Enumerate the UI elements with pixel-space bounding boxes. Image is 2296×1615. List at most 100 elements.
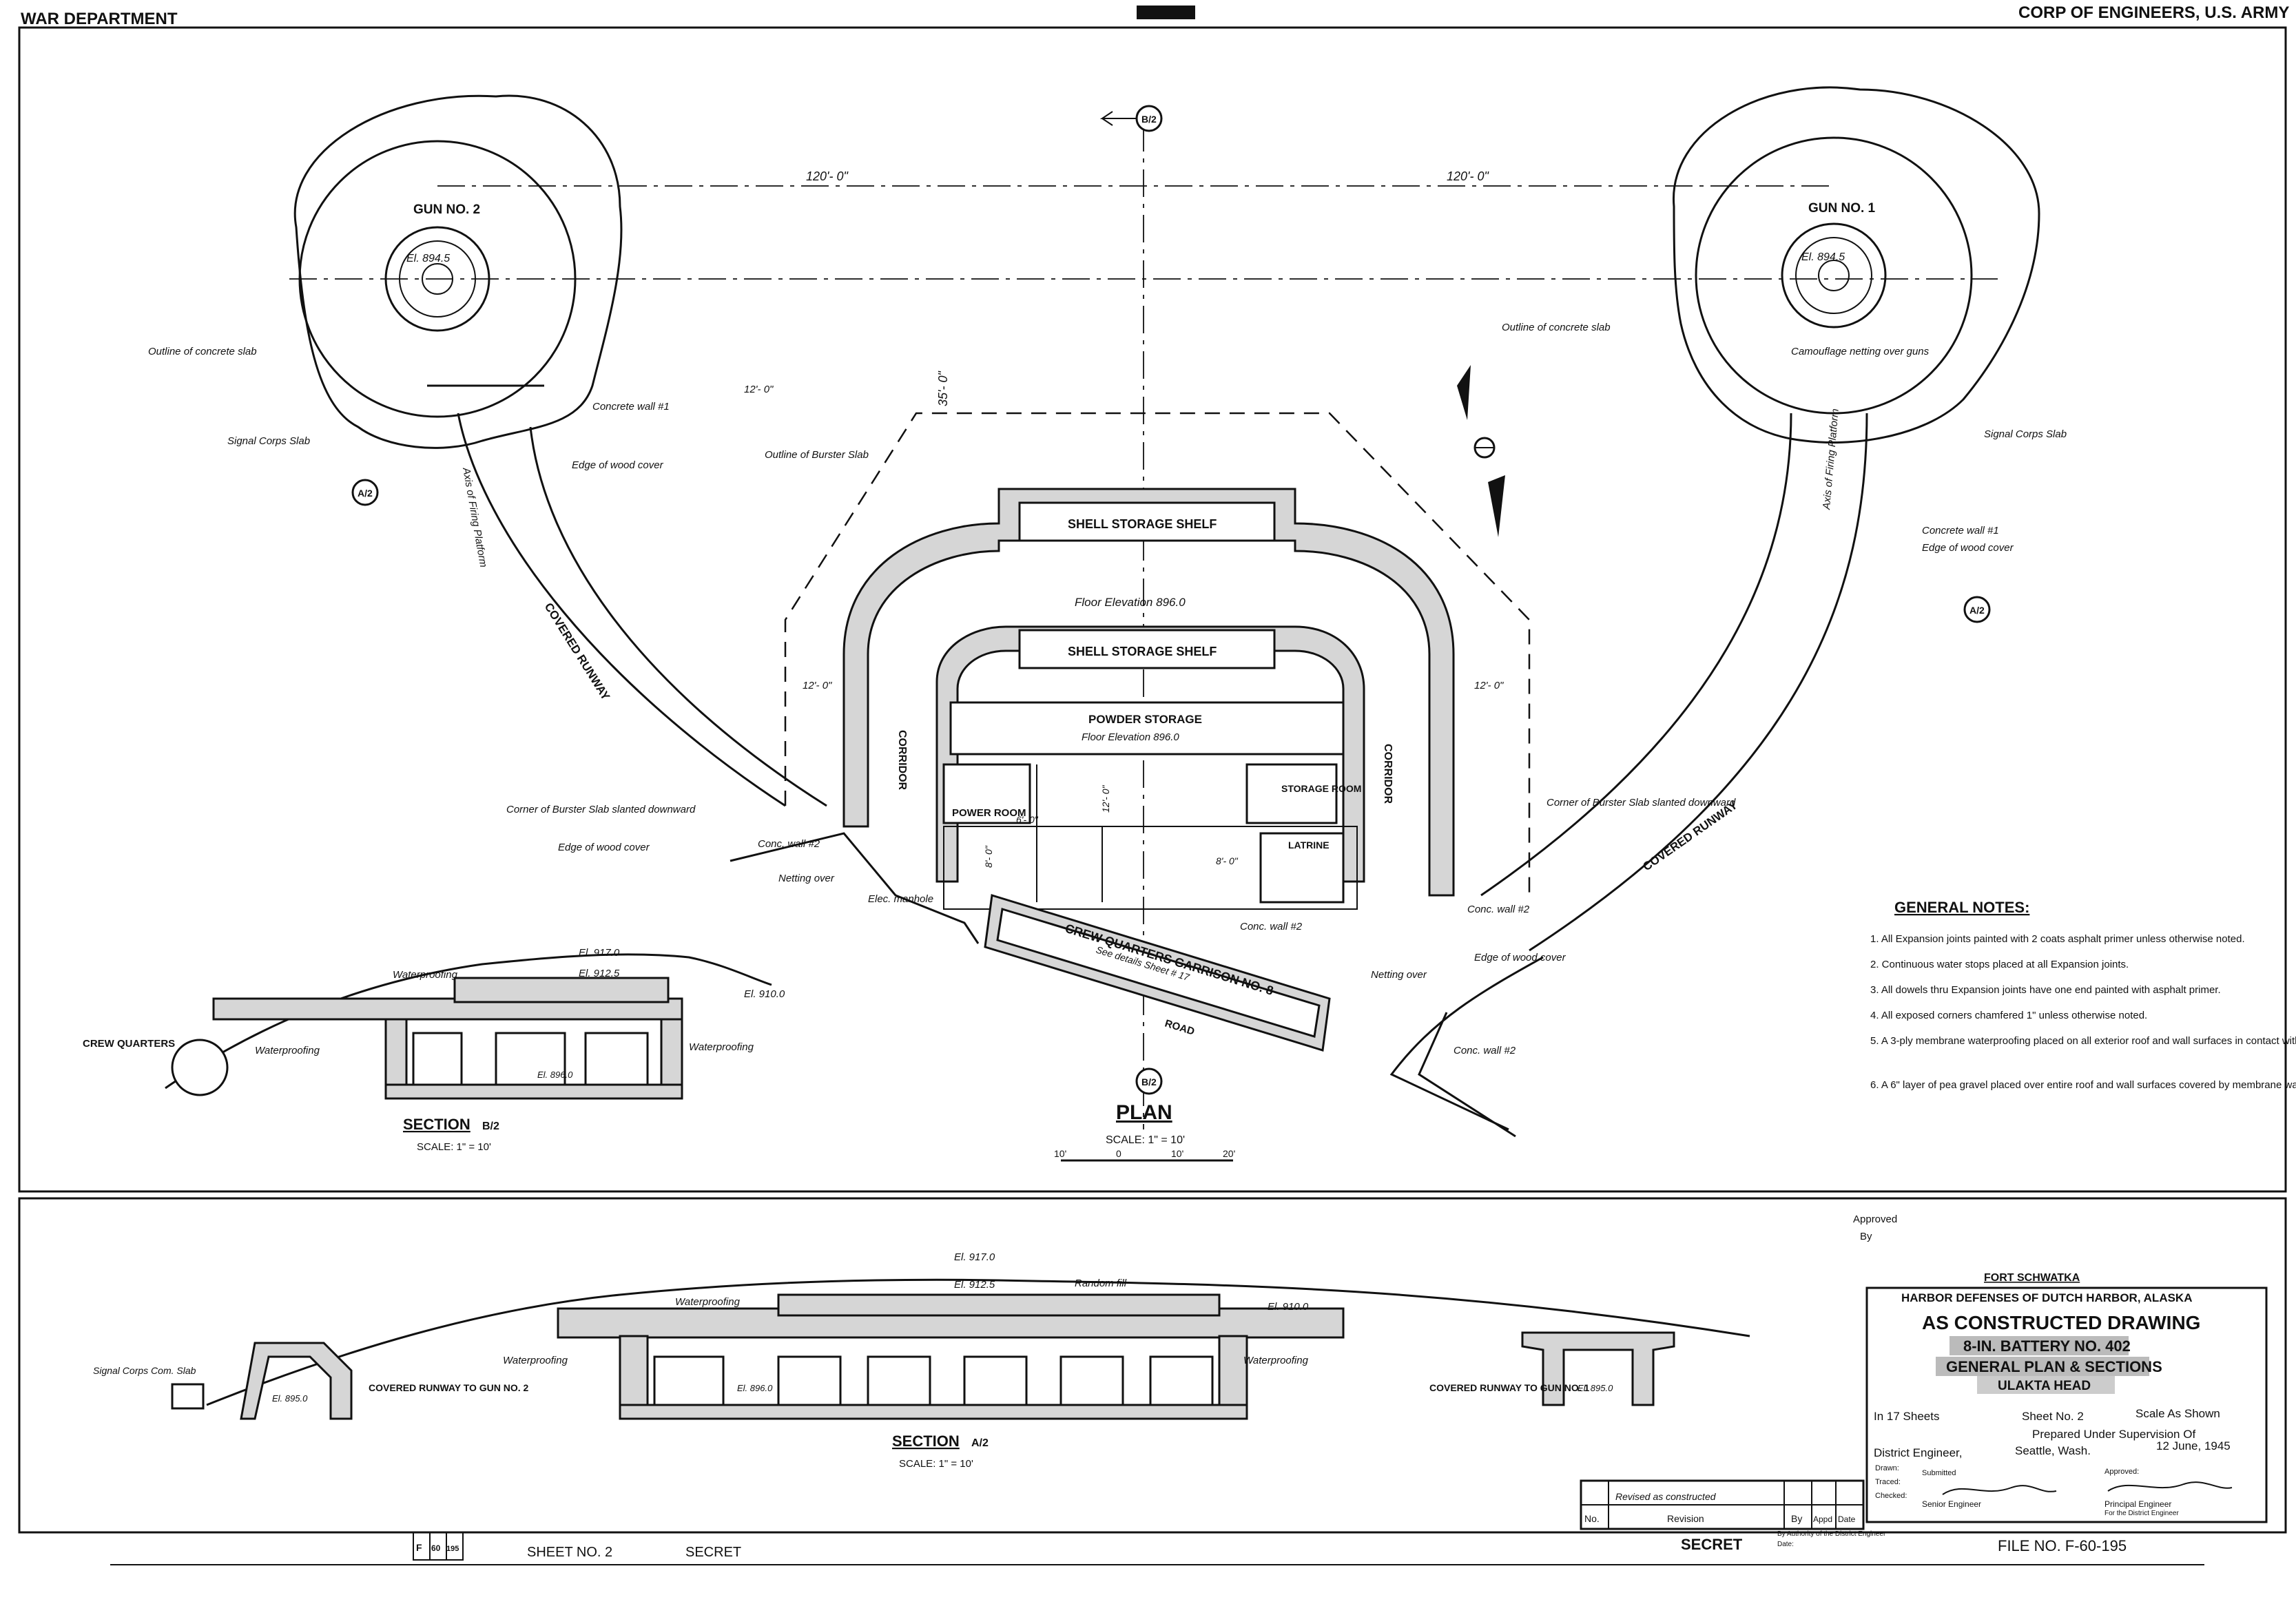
- runway-right-label: COVERED RUNWAY: [1640, 798, 1740, 873]
- note-left-wood: Edge of wood cover: [572, 459, 664, 471]
- note-right-corner: Corner of Burster Slab slanted downward: [1547, 797, 1736, 809]
- corridor-left-label: CORRIDOR: [896, 730, 908, 791]
- section-a-water3: Waterproofing: [1243, 1355, 1309, 1366]
- conc-wall-left: [730, 832, 980, 944]
- revision-header: Revision: [1667, 1513, 1704, 1524]
- revision-by-header: By: [1791, 1513, 1802, 1524]
- lower-border: [18, 1197, 2287, 1534]
- general-note-2: 2. Continuous water stops placed at all …: [1870, 959, 2129, 970]
- revision-appd-header: Appd: [1813, 1514, 1832, 1524]
- gun1-ring: [1781, 222, 1887, 329]
- scale-tick-2: 10': [1171, 1148, 1183, 1159]
- section-b-scale: SCALE: 1" = 10': [417, 1141, 491, 1153]
- dim-room-a: 6'- 0": [1016, 814, 1039, 825]
- dim-left: 120'- 0": [806, 169, 849, 183]
- scale-tick-0: 10': [1054, 1148, 1066, 1159]
- tb-drawn: Drawn:: [1875, 1464, 1899, 1472]
- general-note-4: 4. All exposed corners chamfered 1" unle…: [1870, 1010, 2147, 1021]
- note-left-signal: Signal Corps Slab: [227, 435, 310, 447]
- tb-traced: Traced:: [1875, 1478, 1901, 1486]
- tb-battery: 8-IN. BATTERY NO. 402: [1963, 1337, 2131, 1355]
- shell-shelf-outer-label: SHELL STORAGE SHELF: [1068, 517, 1217, 531]
- runway-left-inner: [529, 426, 827, 807]
- section-a-opening: [1149, 1355, 1214, 1406]
- signature-senior: [1942, 1485, 2057, 1495]
- footer: F 60 195 SHEET NO. 2 SECRET SECRET FILE …: [110, 1532, 2204, 1565]
- bunker-outer-wall: [842, 488, 1455, 897]
- section-b-el910: El. 910.0: [744, 988, 785, 1000]
- tb-by: By: [1860, 1231, 1872, 1242]
- note-left-burster: Outline of Burster Slab: [765, 449, 869, 461]
- tb-harbor: HARBOR DEFENSES OF DUTCH HARBOR, ALASKA: [1901, 1291, 2193, 1304]
- runway-left-outer: [457, 413, 786, 807]
- note-left-netting: Netting over: [778, 873, 835, 884]
- section-b-door: [412, 1032, 463, 1086]
- tb-location-highlight: [1977, 1376, 2115, 1394]
- section-a-el912: El. 912.5: [954, 1279, 995, 1291]
- note-left-wood2: Edge of wood cover: [558, 842, 650, 853]
- road-label: ROAD: [1163, 1018, 1196, 1038]
- section-b: CREW QUARTERS El. 917.0 El. 912.5 El. 91…: [83, 947, 785, 1153]
- section-a-opening: [963, 1355, 1028, 1406]
- dim-room-c: 8'- 0": [983, 845, 994, 868]
- section-a-wall: [1218, 1335, 1248, 1413]
- section-a-runway2: COVERED RUNWAY TO GUN NO. 2: [369, 1382, 529, 1393]
- section-b-opening: [584, 1032, 649, 1086]
- tb-approved: Approved: [1853, 1213, 1897, 1225]
- tb-sheets: In 17 Sheets: [1874, 1410, 1939, 1423]
- powder-storage-label: POWDER STORAGE: [1088, 713, 1202, 726]
- section-a-right-marker: [1963, 596, 1991, 623]
- header-right: CORP OF ENGINEERS, U.S. ARMY: [2018, 3, 2289, 22]
- power-room-label: POWER ROOM: [952, 807, 1026, 819]
- section-a-opening: [867, 1355, 931, 1406]
- shell-shelf-outer: [1018, 501, 1276, 542]
- upper-border: [18, 26, 2287, 1193]
- crew-quarters-arch: [171, 1039, 229, 1096]
- corridor-right-label: CORRIDOR: [1382, 744, 1394, 804]
- gun2-label: GUN NO. 2: [413, 202, 480, 217]
- tb-prepared: Prepared Under Supervision Of: [2032, 1428, 2195, 1441]
- section-b-bottom-text: B/2: [1141, 1076, 1157, 1087]
- section-b-water3: Waterproofing: [689, 1041, 754, 1053]
- signature-principal: [2107, 1481, 2233, 1492]
- gun2-elev: El. 894.5: [406, 253, 450, 264]
- powder-core-wall: [935, 625, 1365, 883]
- signal-corps-slab: [171, 1383, 205, 1410]
- runway-left-label: COVERED RUNWAY: [542, 601, 613, 703]
- tb-approved2: Approved:: [2104, 1468, 2139, 1476]
- note-right-netting: Netting over: [1371, 969, 1427, 981]
- tb-plan-highlight: [1936, 1357, 2149, 1376]
- shell-shelf-inner: [1018, 629, 1276, 669]
- scale-tick-1: 0: [1116, 1148, 1121, 1159]
- section-a-runway-gun1: [1521, 1331, 1675, 1406]
- section-a-el896: El. 896.0: [737, 1383, 773, 1393]
- note-right-camo: Camouflage netting over guns: [1791, 346, 1930, 357]
- gun1-ring-inner: [1795, 237, 1872, 314]
- dim-room-b: 12'- 0": [1100, 784, 1111, 813]
- gun1-earthwork-outline: [1673, 86, 2040, 444]
- section-a-left-marker: [351, 479, 379, 506]
- note-right-outline: Outline of concrete slab: [1502, 322, 1611, 333]
- tb-date-line: Date:: [1777, 1541, 1794, 1548]
- tb-date: 12 June, 1945: [2156, 1439, 2231, 1452]
- redaction-mark: [1137, 6, 1195, 19]
- section-b-water1: Waterproofing: [393, 969, 458, 981]
- dim-burster-right: 12'- 0": [1474, 680, 1504, 691]
- tb-district: District Engineer,: [1874, 1446, 1963, 1459]
- footer-secret-right: SECRET: [1681, 1536, 1743, 1553]
- note-left-outline: Outline of concrete slab: [148, 346, 257, 357]
- plan-view: GUN NO. 2 El. 894.5 GUN NO. 1 El. 894.5 …: [148, 86, 2067, 1162]
- section-a-opening: [653, 1355, 725, 1406]
- tb-battery-highlight: [1949, 1336, 2129, 1355]
- general-notes-heading: GENERAL NOTES:: [1894, 899, 2029, 916]
- general-note-6: 6. A 6" layer of pea gravel placed over …: [1870, 1079, 2296, 1091]
- tb-fort: FORT SCHWATKA: [1984, 1272, 2080, 1284]
- tb-city: Seattle, Wash.: [2015, 1444, 2091, 1457]
- file-ref-box: [446, 1532, 464, 1561]
- runway-right-outer: [1480, 413, 1792, 897]
- arrow-icon: [1099, 111, 1137, 126]
- interior-rooms: [943, 826, 1358, 910]
- firing-axis-right: Axis of Firing Platform: [1821, 408, 1841, 511]
- general-notes: GENERAL NOTES: 1. All Expansion joints p…: [1870, 899, 2296, 1091]
